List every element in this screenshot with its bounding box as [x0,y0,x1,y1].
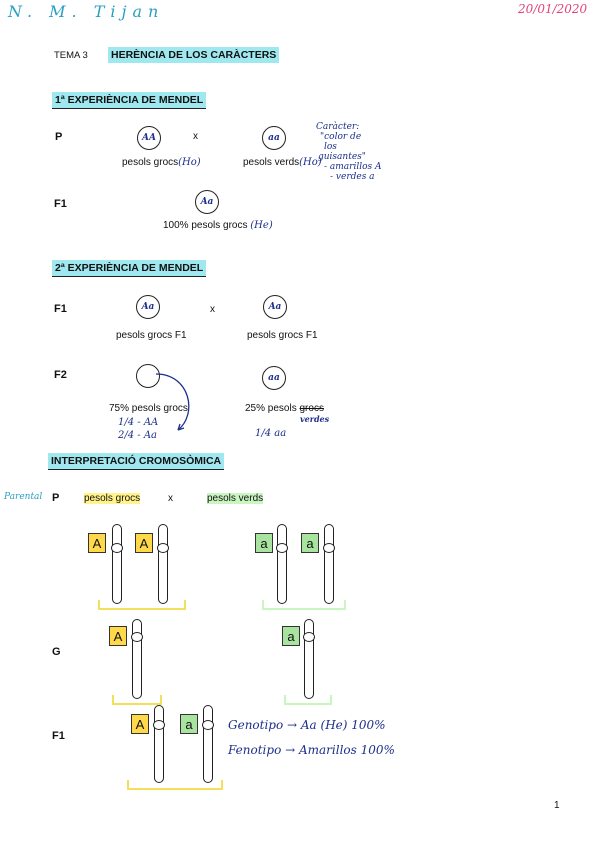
chromo-f1-label: F1 [52,730,65,742]
f2-note-line: 2/4 - Aa [118,430,158,441]
exp2-f2-right-genotype: aa [262,366,286,390]
exp1-side-note: Caràcter: "color de los guisantes" - ama… [316,122,382,182]
exp1-right-label: pesols verds [243,157,300,168]
exp1-f1-label-text: 100% pesols grocs [163,220,248,231]
allele-recessive: a [255,533,273,553]
side-note-line: guisantes" [318,152,366,162]
f2-note-line: 1/4 - AA [118,417,159,428]
exp1-heading: 1ª EXPERIÈNCIA DE MENDEL [52,92,207,109]
exp1-left-note: (Ho) [178,157,201,168]
page-title: HERÈNCIA DE LOS CARÀCTERS [108,47,280,63]
exp2-right-genotype: Aa [263,295,287,319]
exp1-left-label: pesols grocs [122,157,179,168]
pair-bracket [262,600,346,610]
exp2-f2-right-note: 1/4 aa [255,428,287,439]
chromo-cross: x [168,493,173,504]
exp1-p-label: P [55,131,63,143]
chromo-right-text: pesols verds [207,493,264,504]
chromo-p-label: P [52,492,60,504]
exp2-f2-left-notes: 1/4 - AA 2/4 - Aa [118,416,158,442]
exp1-f1-note: (He) [250,220,273,231]
allele-dominant: A [135,533,153,553]
allele-recessive: a [301,533,319,553]
side-note-line: los [324,142,337,152]
exp2-right-text: pesols grocs F1 [247,330,318,341]
exp1-f1-text: 100% pesols grocs (He) [163,220,273,231]
arrow-icon [155,373,190,431]
parental-side-label: Parental [4,492,43,502]
exp1-right-genotype: aa [262,126,286,150]
chromosome [202,705,214,783]
date: 20/01/2020 [518,2,588,16]
exp1-left-genotype: AA [137,126,161,150]
chromosome [303,619,315,699]
f2-right-struck: grocs [299,403,324,414]
exp2-f2-left-text: 75% pesols grocs [109,403,188,414]
side-note-line: Caràcter: [316,122,360,132]
chromosome [323,524,335,604]
exp2-cross: x [210,304,215,315]
chromosome [153,705,165,783]
side-note-line: - amarillos A [324,162,382,172]
allele-dominant: A [131,714,149,734]
chromosome [131,619,143,699]
allele-dominant: A [88,533,106,553]
page-number: 1 [554,800,560,811]
exp2-left-text: pesols grocs F1 [116,330,187,341]
exp2-left-genotype: Aa [136,295,160,319]
exp2-f1-label: F1 [54,303,67,315]
chromo-left-text: pesols grocs [84,493,141,504]
gamete-bracket [112,695,162,705]
exp2-heading: 2ª EXPERIÈNCIA DE MENDEL [52,260,207,277]
chromo-g-label: G [52,646,61,658]
allele-recessive: a [180,714,198,734]
exp2-f2-right-correction: verdes [300,414,330,424]
tema-label: TEMA 3 [54,50,88,61]
genotipo-note: Genotipo → Aa (He) 100% [228,718,386,732]
allele-dominant: A [109,626,127,646]
f2-right-label: 25% pesols [245,403,297,414]
exp1-left-text: pesols grocs(Ho) [122,157,201,168]
exp1-f1-label: F1 [54,198,67,210]
gamete-bracket [284,695,332,705]
exp2-f2-left-circle [136,364,160,388]
allele-recessive: a [282,626,300,646]
chromosome [111,524,123,604]
exp2-f2-label: F2 [54,369,67,381]
side-note-line: - verdes a [330,172,375,182]
fenotipo-note: Fenotipo → Amarillos 100% [228,743,395,757]
exp1-cross: x [193,131,198,142]
exp1-right-text: pesols verds(Ho) [243,157,322,168]
chromosome [276,524,288,604]
f1-bracket [127,780,223,790]
exp2-f2-right-text: 25% pesols grocs [245,403,324,414]
exp1-f1-genotype: Aa [195,190,219,214]
signature: N. M. Tijan [8,2,165,21]
chromo-heading: INTERPRETACIÓ CROMOSÒMICA [48,453,225,470]
pair-bracket [98,600,186,610]
side-note-line: "color de [320,132,362,142]
chromosome [157,524,169,604]
exp1-right-note: (Ho) [299,157,322,168]
